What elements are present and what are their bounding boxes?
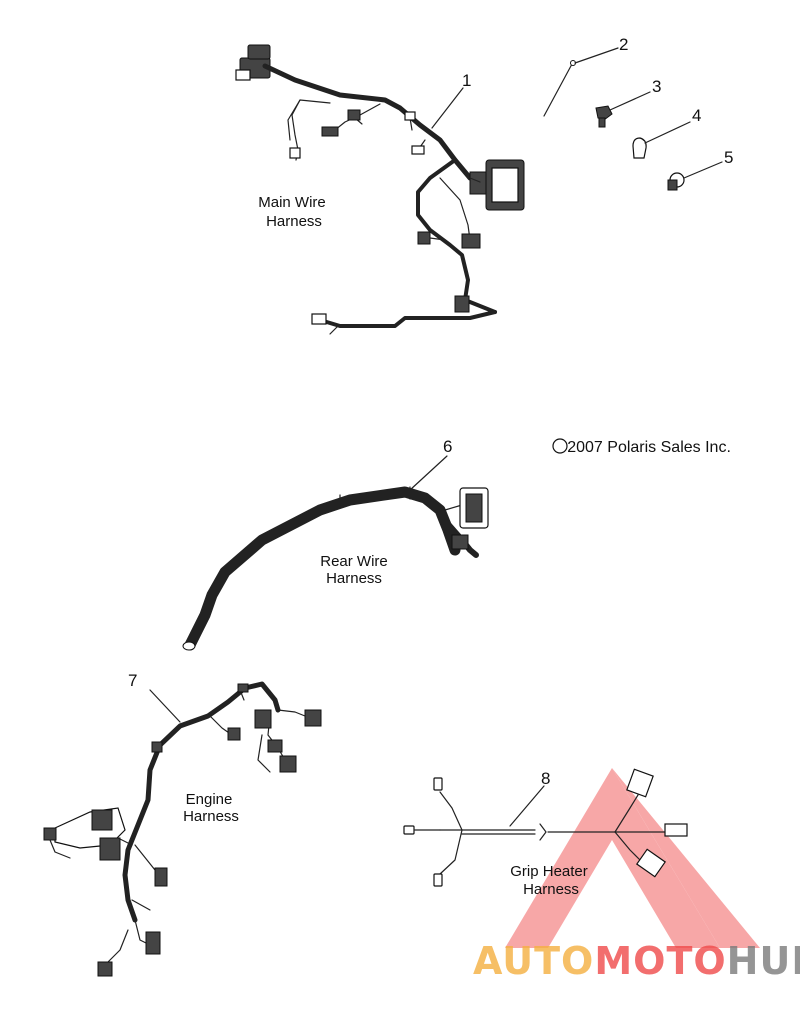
callout-3: 3 — [652, 77, 661, 96]
engine-harness — [43, 681, 322, 977]
callout-6: 6 — [443, 437, 452, 456]
leader-line-8 — [509, 785, 545, 827]
rear-harness-label-line2: Harness — [326, 570, 382, 587]
copyright-text: © 2007 Polaris Sales Inc. — [551, 439, 731, 456]
main-wire-harness — [235, 44, 525, 335]
callout-8: 8 — [541, 769, 550, 788]
leader-line-1 — [431, 87, 464, 129]
callout-4: 4 — [692, 106, 701, 125]
grip-harness-label-line2: Harness — [523, 881, 579, 898]
clamp-part-4 — [632, 121, 691, 159]
main-harness-label-line1: Main Wire — [258, 194, 326, 211]
main-harness-label-line2: Harness — [266, 213, 322, 230]
callout-7: 7 — [128, 671, 137, 690]
copyright-symbol — [552, 438, 568, 454]
engine-harness-label-line1: Engine — [186, 791, 233, 808]
fastener-part-5 — [667, 161, 723, 191]
watermark-logo — [505, 768, 760, 948]
svg-text:AUTOMOTOHUB: AUTOMOTOHUB — [473, 939, 800, 983]
cable-tie-part — [543, 47, 619, 117]
clip-part-3 — [595, 91, 651, 128]
rear-wire-harness — [182, 486, 489, 651]
grip-heater-harness — [403, 768, 688, 887]
leader-line-6 — [409, 455, 448, 491]
grip-harness-label-line1: Grip Heater — [510, 863, 588, 880]
leader-line-7 — [149, 689, 181, 723]
callout-2: 2 — [619, 35, 628, 54]
rear-harness-label-line1: Rear Wire — [320, 553, 388, 570]
callout-5: 5 — [724, 148, 733, 167]
watermark-text: AUTOMOTOHUB — [473, 939, 800, 983]
callout-1: 1 — [462, 71, 471, 90]
engine-harness-label-line2: Harness — [183, 808, 239, 825]
